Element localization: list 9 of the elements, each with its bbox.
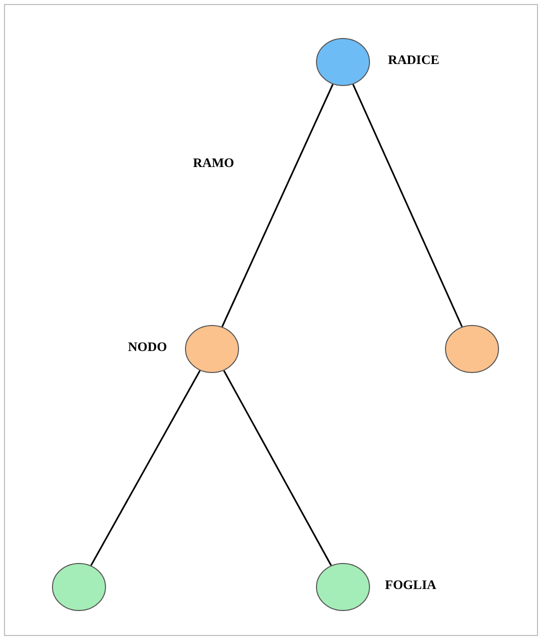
- node-label: RADICE: [388, 52, 440, 68]
- branch-line: [221, 84, 334, 328]
- tree-node-circle: [445, 325, 499, 373]
- branch-line: [223, 370, 332, 566]
- node-label: FOGLIA: [385, 577, 436, 593]
- branch-line: [352, 84, 463, 328]
- node-label: NODO: [128, 339, 167, 355]
- branch-line: [90, 370, 201, 566]
- tree-node-circle: [52, 563, 106, 611]
